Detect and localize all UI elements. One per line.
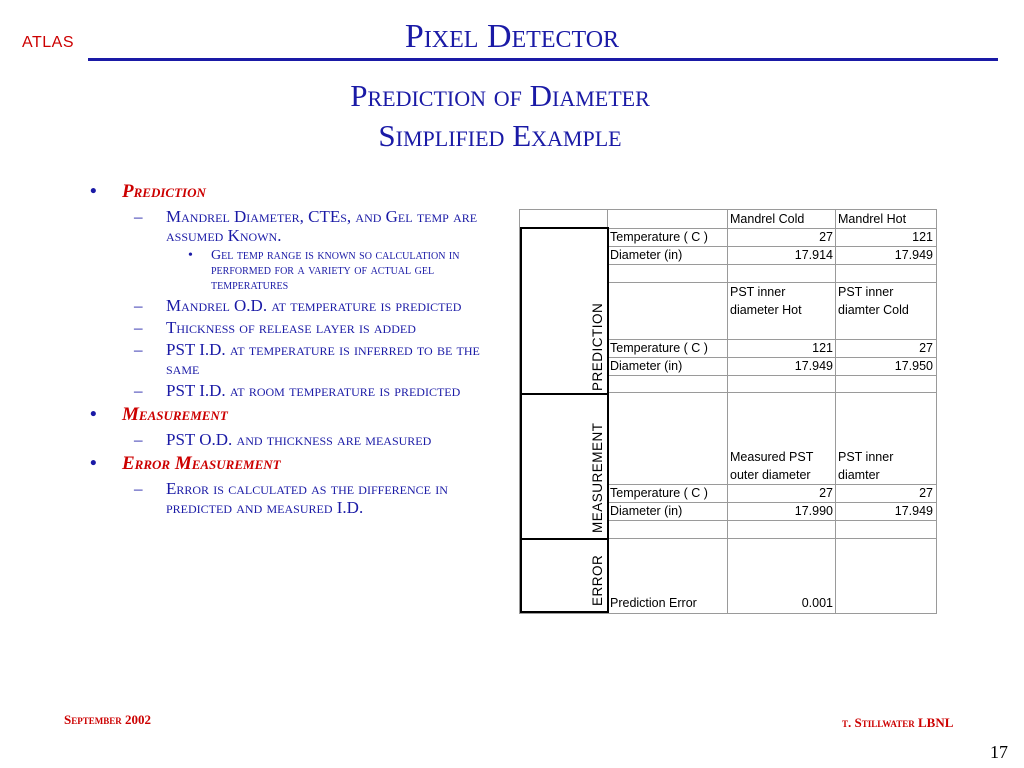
measured-header-inner-line1: PST inner — [838, 450, 894, 464]
section-label-error: ERROR — [590, 554, 605, 606]
subtitle-line-2: Simplified Example — [378, 118, 622, 153]
dash-icon: – — [134, 318, 143, 337]
grid-line — [607, 339, 936, 340]
bullet-heading: Error Measurement — [122, 453, 281, 474]
table-cell: 17.914 — [794, 248, 833, 262]
dash-icon: – — [134, 207, 143, 226]
row-label: Temperature ( C ) — [610, 230, 708, 244]
section-prediction: PREDICTION — [520, 227, 609, 396]
pst-header-cold-line2: diamter Cold — [838, 303, 909, 317]
page-number: 17 — [990, 742, 1008, 762]
pst-header-cold-line1: PST inner — [838, 285, 894, 299]
measured-header-outer-line2: outer diameter — [730, 468, 811, 482]
bullet-heading: Measurement — [122, 404, 228, 425]
dash-icon: – — [134, 381, 143, 400]
grid-line — [607, 246, 936, 247]
table-cell: 17.949 — [794, 359, 833, 373]
bullet-error-measurement: • Error Measurement — [90, 452, 500, 476]
bullet-prediction: • Prediction — [90, 180, 500, 204]
grid-line — [607, 392, 936, 393]
footer-author: t. Stillwater LBNL — [842, 715, 954, 730]
grid-line — [607, 538, 936, 539]
bullet-outline: • Prediction – Mandrel Diameter, CTEs, and… — [90, 180, 500, 520]
row-label-prediction-error: Prediction Error — [610, 596, 697, 610]
dash-icon: – — [134, 479, 143, 498]
sub-bullet: – PST I.D. at temperature is inferred to … — [90, 340, 500, 378]
sub-sub-bullet: • Gel temp range is known so calculation … — [90, 248, 500, 293]
bullet-icon: • — [90, 404, 97, 425]
measured-header-inner-line2: diamter — [838, 468, 880, 482]
diameter-table: PREDICTION MEASUREMENT ERROR Mandrel Col… — [519, 209, 937, 614]
table-cell: 17.950 — [894, 359, 933, 373]
row-label: Temperature ( C ) — [610, 486, 708, 500]
col-header-mandrel-hot: Mandrel Hot — [838, 212, 907, 226]
grid-line — [607, 228, 936, 229]
sub-bullet-text: PST I.D. at temperature is inferred to b… — [166, 340, 480, 378]
sub-bullet-text: PST I.D. at room temperature is predicte… — [166, 381, 461, 400]
pst-header-hot-line1: PST inner — [730, 285, 786, 299]
subtitle-line-1: Prediction of Diameter — [350, 78, 650, 113]
bullet-heading: Prediction — [122, 181, 206, 202]
row-label: Diameter (in) — [610, 504, 683, 518]
grid-line — [835, 210, 836, 613]
table-cell: 27 — [819, 486, 833, 500]
row-label: Diameter (in) — [610, 248, 683, 262]
sub-bullet: – Error is calculated as the difference i… — [90, 479, 500, 517]
bullet-icon: • — [90, 181, 97, 202]
col-header-mandrel-cold: Mandrel Cold — [730, 212, 805, 226]
dash-icon: – — [134, 430, 143, 449]
dash-icon: – — [134, 340, 143, 359]
sub-sub-bullet-text: Gel temp range is known so calculation i… — [211, 248, 460, 293]
bullet-measurement: • Measurement — [90, 403, 500, 427]
table-cell: 27 — [919, 486, 933, 500]
bullet-icon: • — [188, 248, 193, 263]
grid-line — [607, 282, 936, 283]
table-cell: 27 — [919, 341, 933, 355]
sub-bullet-text: Mandrel Diameter, CTEs, and Gel temp are… — [166, 207, 478, 245]
sub-bullet: – PST O.D. and thickness are measured — [90, 430, 500, 449]
sub-bullet: – Mandrel Diameter, CTEs, and Gel temp ar… — [90, 207, 500, 245]
sub-bullet: – PST I.D. at room temperature is predict… — [90, 381, 500, 400]
atlas-logo: ATLAS — [22, 34, 74, 51]
grid-line — [607, 264, 936, 265]
grid-line — [607, 520, 936, 521]
sub-bullet-text: Mandrel O.D. at temperature is predicted — [166, 296, 462, 315]
row-label: Diameter (in) — [610, 359, 683, 373]
page-title: Pixel Detector — [404, 18, 620, 55]
grid-line — [607, 357, 936, 358]
table-cell: 121 — [912, 230, 933, 244]
section-measurement: MEASUREMENT — [520, 393, 609, 540]
bullet-icon: • — [90, 453, 97, 474]
sub-bullet-text: Thickness of release layer is added — [166, 318, 416, 337]
sub-bullet: – Mandrel O.D. at temperature is predicte… — [90, 296, 500, 315]
footer-date: September 2002 — [64, 712, 151, 727]
table-cell: 27 — [819, 230, 833, 244]
row-label: Temperature ( C ) — [610, 341, 708, 355]
sub-bullet-text: Error is calculated as the difference in… — [166, 479, 448, 517]
dash-icon: – — [134, 296, 143, 315]
grid-line — [607, 502, 936, 503]
table-cell-prediction-error: 0.001 — [801, 596, 833, 610]
section-error: ERROR — [520, 538, 609, 613]
section-label-measurement: MEASUREMENT — [590, 422, 605, 533]
grid-line — [607, 375, 936, 376]
table-cell: 17.949 — [894, 504, 933, 518]
title-divider — [88, 58, 998, 61]
table-cell: 121 — [812, 341, 833, 355]
sub-bullet-text: PST O.D. and thickness are measured — [166, 430, 432, 449]
sub-bullet: – Thickness of release layer is added — [90, 318, 500, 337]
pst-header-hot-line2: diameter Hot — [730, 303, 802, 317]
section-label-prediction: PREDICTION — [590, 302, 605, 391]
grid-line — [727, 210, 728, 613]
grid-line — [607, 484, 936, 485]
table-cell: 17.990 — [794, 504, 833, 518]
table-cell: 17.949 — [894, 248, 933, 262]
measured-header-outer-line1: Measured PST — [730, 450, 814, 464]
